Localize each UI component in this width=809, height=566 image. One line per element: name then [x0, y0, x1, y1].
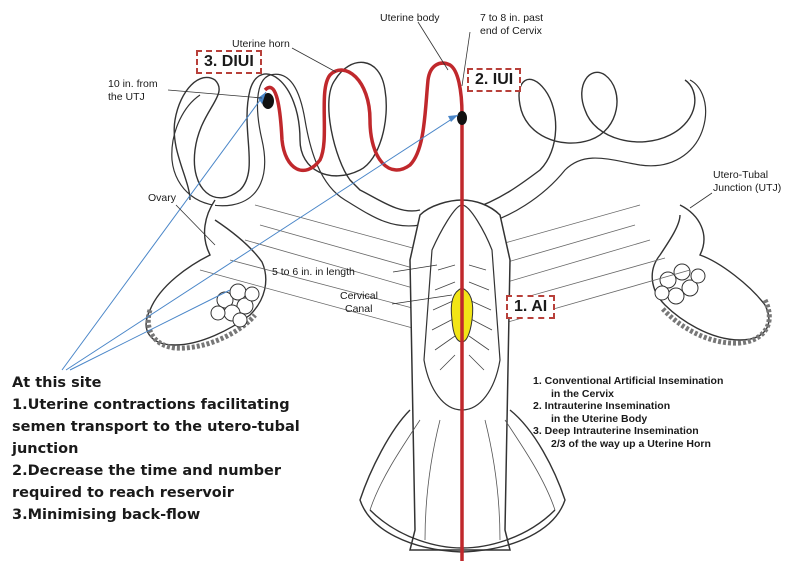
iui-tip — [457, 111, 467, 125]
catheter-horn — [265, 63, 462, 170]
method-legend: 1. Conventional Artificial Insemination … — [533, 375, 723, 450]
legend-item-2: 2. Intrauterine Insemination — [533, 400, 723, 413]
right-horn-outer — [470, 80, 706, 228]
legend-item-2-detail: in the Uterine Body — [533, 413, 723, 426]
tag-ai: 1. AI — [506, 295, 555, 319]
legend-item-1-detail: in the Cervix — [533, 388, 723, 401]
site-arrows — [62, 92, 458, 370]
note-line: semen transport to the utero-tubal — [12, 416, 372, 438]
label-cervical-1: Cervical — [340, 290, 378, 302]
note-line: 1.Uterine contractions facilitating — [12, 394, 372, 416]
left-horn-outer — [172, 74, 420, 226]
site-note: At this site 1.Uterine contractions faci… — [12, 372, 372, 526]
label-cervical-2: Canal — [345, 303, 372, 315]
legend-item-1: 1. Conventional Artificial Insemination — [533, 375, 723, 388]
note-line: 2.Decrease the time and number — [12, 460, 372, 482]
label-ovary: Ovary — [148, 192, 176, 204]
legend-item-3-detail: 2/3 of the way up a Uterine Horn — [533, 438, 723, 451]
tag-diui: 3. DIUI — [196, 50, 262, 74]
label-utj-2: Junction (UTJ) — [713, 182, 781, 194]
label-uterine-body: Uterine body — [380, 12, 440, 24]
note-line: required to reach reservoir — [12, 482, 372, 504]
label-from-utj-2: the UTJ — [108, 91, 145, 103]
label-past-cervix-1: 7 to 8 in. past — [480, 12, 543, 24]
left-uterine-horn — [174, 62, 420, 211]
label-past-cervix-2: end of Cervix — [480, 25, 542, 37]
note-line: junction — [12, 438, 372, 460]
label-uterine-horn: Uterine horn — [232, 38, 290, 50]
label-from-utj-1: 10 in. from — [108, 78, 158, 90]
label-length: 5 to 6 in. in length — [272, 266, 355, 278]
label-utj-1: Utero-Tubal — [713, 169, 768, 181]
right-uterine-horn — [470, 72, 695, 210]
tag-iui: 2. IUI — [467, 68, 521, 92]
legend-item-3: 3. Deep Intrauterine Insemination — [533, 425, 723, 438]
note-line: 3.Minimising back-flow — [12, 504, 372, 526]
note-line: At this site — [12, 372, 372, 394]
